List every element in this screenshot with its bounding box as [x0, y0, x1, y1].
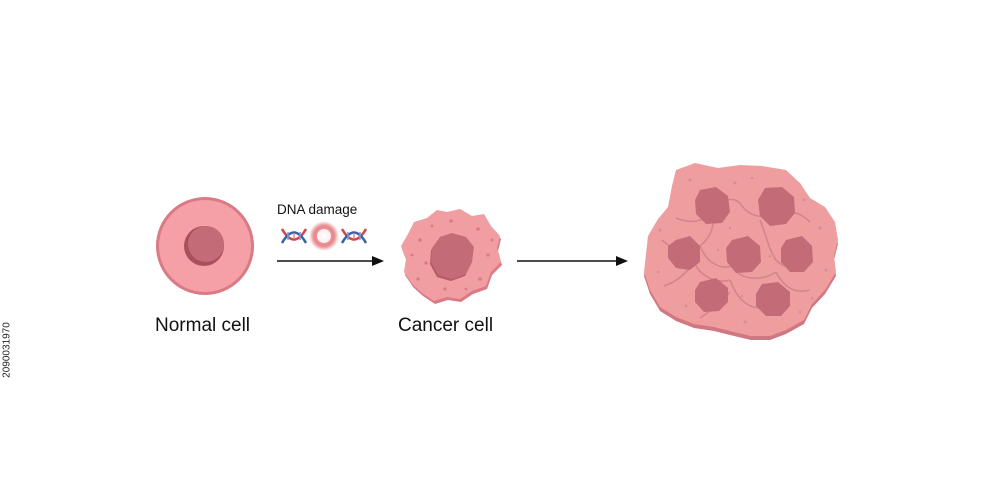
tumor-granules [656, 176, 828, 324]
normal-cell-nucleus [188, 226, 224, 262]
normal-cell [156, 197, 254, 295]
stock-id: 2090031970 [0, 250, 14, 450]
cancer-cell [401, 209, 502, 304]
stock-id-text: 2090031970 [1, 322, 13, 378]
tumor [644, 163, 838, 340]
arrow-cancer-to-tumor [517, 256, 628, 266]
normal-cell-label: Normal cell [155, 315, 251, 336]
cancer-cell-label: Cancer cell [398, 315, 494, 336]
cancer-cell-nucleus [431, 233, 474, 279]
dna-damage-label: DNA damage [277, 202, 358, 217]
cancer-cell-granules [410, 219, 494, 291]
arrow-normal-to-cancer [277, 256, 384, 266]
dna-damage-icon [280, 221, 368, 251]
tumor-nuclei [668, 187, 813, 316]
